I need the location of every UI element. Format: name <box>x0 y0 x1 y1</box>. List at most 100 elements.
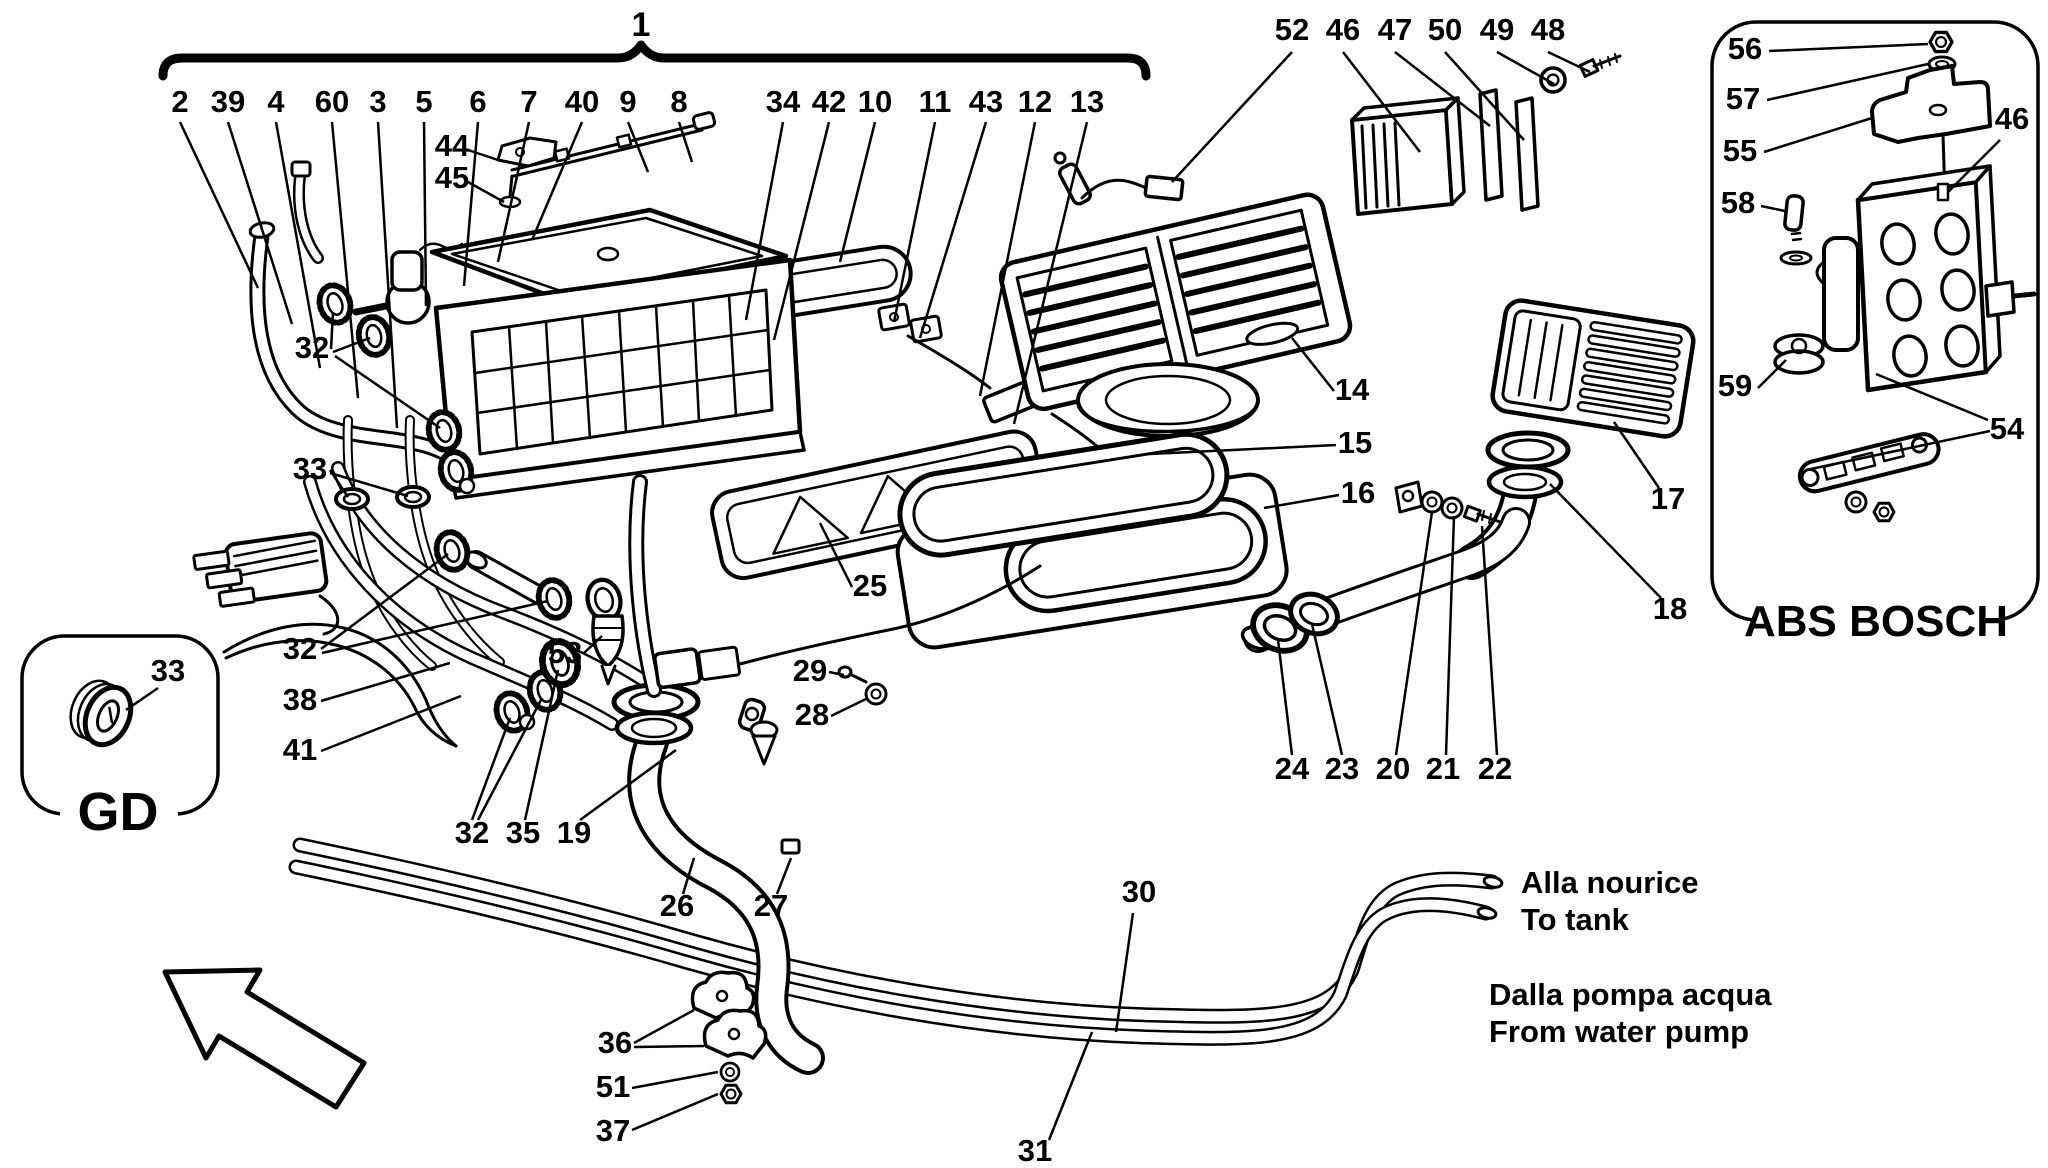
part-number-16: 16 <box>1341 475 1375 510</box>
part-number-24: 24 <box>1275 751 1310 786</box>
part-number-7: 7 <box>520 84 537 119</box>
heater-hoses-left <box>248 160 653 731</box>
part-number-47: 47 <box>1378 12 1412 47</box>
part-number-15: 15 <box>1338 425 1372 460</box>
part-number-21: 21 <box>1426 751 1460 786</box>
leader-line <box>918 121 988 339</box>
flow-note-1-italian: Dalla pompa acqua <box>1489 977 1772 1012</box>
leader-line <box>467 148 499 162</box>
leader-line <box>125 686 159 712</box>
flow-note-0-english: To tank <box>1521 902 1630 937</box>
part-number-37: 37 <box>596 1113 630 1148</box>
leader-line <box>1276 639 1294 756</box>
part-number-42: 42 <box>812 84 846 119</box>
leader-line <box>1763 116 1873 154</box>
leader-line <box>744 121 785 321</box>
leader-line <box>1947 139 2001 193</box>
electrical-connector <box>192 531 329 608</box>
leader-line <box>838 121 877 263</box>
part-number-11: 11 <box>919 84 952 119</box>
leader-line <box>329 311 335 350</box>
leader-line <box>1875 372 1989 422</box>
leader-line <box>1480 525 1499 756</box>
leader-line <box>677 121 694 163</box>
part-number-39: 39 <box>211 84 245 119</box>
leader-line <box>1394 51 1491 127</box>
flow-note-1-english: From water pump <box>1489 1014 1749 1049</box>
leader-line <box>226 121 294 325</box>
gd-reference-swoosh <box>222 622 458 748</box>
part-number-33: 33 <box>151 653 185 688</box>
leader-line <box>818 522 854 588</box>
leader-line <box>470 717 512 821</box>
leader-line <box>681 857 696 895</box>
return-pipe <box>1240 430 1571 659</box>
leader-line <box>633 1044 705 1049</box>
part-number-45: 45 <box>435 160 469 195</box>
leader-line <box>1263 493 1340 510</box>
leader-line <box>631 1070 719 1090</box>
leader-line <box>626 121 650 173</box>
leader-line <box>772 121 831 341</box>
leader-line <box>828 670 845 677</box>
part-number-38: 38 <box>283 682 317 717</box>
leader-line <box>583 635 603 654</box>
abs-inset-title: ABS BOSCH <box>1744 597 2008 646</box>
part-number-57: 57 <box>1726 81 1760 116</box>
leader-line <box>1444 51 1525 141</box>
part-number-27: 27 <box>754 888 788 923</box>
part-number-22: 22 <box>1478 751 1512 786</box>
leader-line <box>1114 912 1135 1033</box>
leader-line <box>496 121 531 263</box>
vent-grille <box>1490 298 1696 439</box>
leader-line <box>892 121 937 323</box>
leader-line <box>579 748 677 822</box>
ecu-bracket-group <box>1350 53 1622 216</box>
part-number-35: 35 <box>506 815 540 850</box>
leader-line <box>329 471 409 498</box>
leader-line <box>178 121 260 289</box>
leader-line <box>467 180 505 204</box>
leader-line <box>1012 121 1089 425</box>
flow-note-0-italian: Alla nourice <box>1521 865 1698 900</box>
part-number-40: 40 <box>565 84 599 119</box>
part-number-51: 51 <box>596 1069 630 1104</box>
part-number-8: 8 <box>670 84 687 119</box>
leader-line <box>1612 421 1661 489</box>
leader-line <box>1444 515 1456 756</box>
assembly-group-number: 1 <box>632 6 651 44</box>
group-brace <box>158 40 1151 81</box>
lower-duct <box>895 431 1289 650</box>
part-number-12: 12 <box>1018 84 1052 119</box>
part-number-52: 52 <box>1275 12 1309 47</box>
part-number-32: 32 <box>283 631 317 666</box>
gd-inset-box <box>20 634 220 836</box>
part-number-58: 58 <box>1721 185 1755 220</box>
part-number-14: 14 <box>1335 372 1370 407</box>
part-number-5: 5 <box>415 84 432 119</box>
leader-line <box>830 696 869 718</box>
part-number-33: 33 <box>293 451 327 486</box>
drain-pipe <box>611 682 825 1075</box>
part-number-54: 54 <box>1990 411 2025 446</box>
small-fittings <box>315 281 888 766</box>
part-number-9: 9 <box>619 84 636 119</box>
part-number-56: 56 <box>1728 31 1762 66</box>
part-number-48: 48 <box>1531 12 1565 47</box>
leader-line <box>1549 483 1662 599</box>
leader-line <box>1310 623 1344 756</box>
part-number-44: 44 <box>435 128 470 163</box>
leader-line <box>1171 51 1293 183</box>
part-number-53: 53 <box>548 635 582 670</box>
part-number-30: 30 <box>1122 874 1156 909</box>
leader-line <box>1394 511 1434 756</box>
blower-assembly <box>998 192 1353 438</box>
leader-line <box>1047 1031 1094 1141</box>
part-number-46: 46 <box>1995 101 2029 136</box>
leader-line <box>633 1008 695 1045</box>
part-number-6: 6 <box>469 84 486 119</box>
part-number-4: 4 <box>267 84 285 119</box>
